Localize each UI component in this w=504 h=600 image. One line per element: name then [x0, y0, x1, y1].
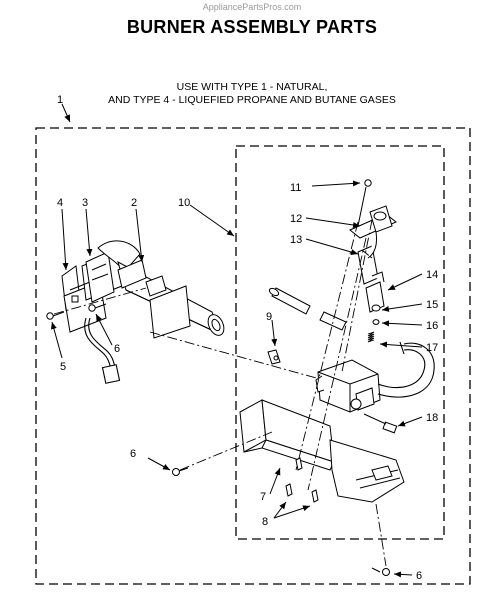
valve-subassembly-boundary	[235, 145, 445, 540]
page-title: BURNER ASSEMBLY PARTS	[126, 17, 378, 37]
lower-screw-right	[371, 567, 390, 576]
callout-11: 11	[290, 182, 301, 194]
coil-axis-right	[307, 237, 367, 491]
burner-tube-part	[97, 240, 225, 339]
callout-6-lower: 6	[416, 570, 422, 582]
coil-nut-washer	[371, 304, 381, 325]
callout-4: 4	[57, 197, 63, 209]
coil-axis-center	[341, 219, 373, 373]
coil-bracket-part	[349, 205, 397, 259]
callout-17: 17	[426, 342, 438, 354]
callout-12: 12	[290, 213, 302, 225]
gas-valve-part	[315, 359, 381, 413]
callout-16: 16	[426, 320, 438, 332]
bracket-screws-8	[285, 457, 319, 503]
sensor-part	[363, 413, 398, 434]
outer-assembly-boundary	[35, 127, 471, 585]
burner-centerline	[149, 331, 339, 385]
callout-13: 13	[290, 234, 302, 246]
callout-7: 7	[260, 491, 266, 503]
callout-18: 18	[426, 412, 438, 424]
gas-inlet-pipe	[377, 341, 435, 398]
callout-9: 9	[266, 311, 272, 323]
subtitle-line-1: USE WITH TYPE 1 - NATURAL,	[176, 81, 328, 93]
lower-screw-left	[172, 467, 189, 476]
lower-left-screw-line	[179, 431, 273, 471]
valve-bracket-part	[239, 399, 335, 471]
leader-lines	[50, 103, 423, 578]
callout-5: 5	[60, 361, 66, 373]
callout-6-middle: 6	[130, 448, 136, 460]
support-bracket-part	[329, 439, 405, 503]
igniter-part	[85, 251, 115, 303]
valve-spring	[367, 331, 375, 343]
valve-coil-part	[357, 245, 379, 285]
callout-10: 10	[178, 197, 190, 209]
secondary-coil-part	[365, 271, 385, 313]
callout-15: 15	[426, 299, 438, 311]
callout-1: 1	[57, 94, 63, 106]
callout-8: 8	[262, 516, 268, 528]
coil-axis-left	[295, 221, 359, 471]
lower-right-screw-line	[375, 503, 387, 567]
bracket-centerline	[53, 287, 147, 315]
bracket-screws	[46, 303, 107, 320]
callout-6-upper: 6	[114, 343, 120, 355]
callout-3: 3	[82, 197, 88, 209]
callout-14: 14	[426, 269, 438, 281]
watermark: AppliancePartsPros.com	[202, 2, 302, 12]
pipe-nipple-part	[268, 287, 347, 331]
coil-screw	[357, 179, 372, 227]
subtitle-line-2: AND TYPE 4 - LIQUEFIED PROPANE AND BUTAN…	[108, 94, 396, 106]
orifice-part	[267, 349, 281, 365]
igniter-wire	[84, 317, 121, 384]
subtitle: USE WITH TYPE 1 - NATURAL, AND TYPE 4 - …	[0, 81, 504, 107]
callout-2: 2	[131, 197, 137, 209]
